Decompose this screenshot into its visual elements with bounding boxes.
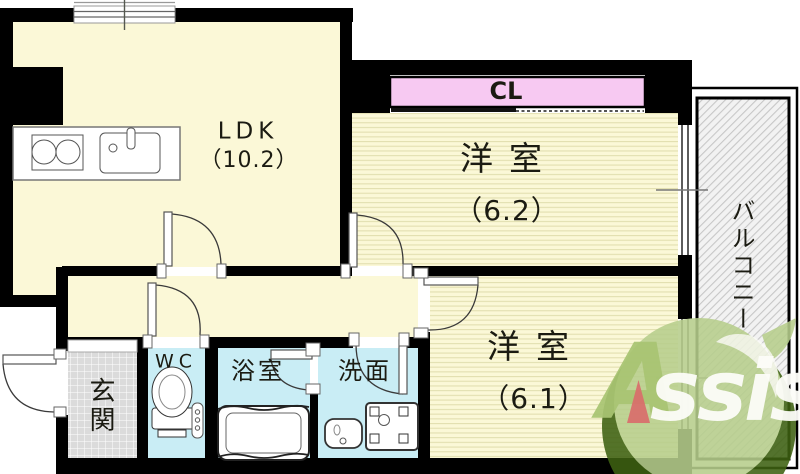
wall-left-step (0, 295, 68, 307)
bathtub-inner (225, 412, 302, 454)
wall-wash-w2 (418, 337, 430, 460)
sink-icon (324, 418, 363, 449)
western2-door-leaf (423, 276, 479, 286)
ldk-door-arc (171, 213, 222, 265)
bathtub-icon (217, 404, 310, 461)
ldk-door-leaf (163, 211, 173, 267)
western1-label: 洋室 (460, 139, 558, 179)
door-jamb (348, 332, 360, 347)
wc-door-arc (155, 284, 201, 336)
toilet-button (194, 409, 201, 415)
toilet-icon (151, 366, 204, 439)
wall-left (0, 8, 13, 307)
bathtub-wave-bottom (217, 452, 310, 459)
door-jamb (199, 334, 210, 349)
wall-entrance-wc (137, 340, 148, 460)
wall-notch (0, 67, 63, 125)
wall-ldk-bottom-b (222, 266, 346, 276)
faucet-icon (126, 127, 136, 150)
toilet-label: WC (154, 350, 198, 373)
wall-hall-bottom-c (403, 337, 430, 348)
vanity-basin (324, 418, 363, 449)
door-jamb (53, 406, 67, 418)
bathtub-wave-top (217, 404, 310, 411)
wall-bottom (56, 458, 692, 474)
door-jamb (216, 263, 227, 279)
door-jamb (413, 267, 429, 279)
doors (2, 211, 479, 418)
toilet-base (157, 429, 187, 438)
pan-corner (398, 433, 409, 444)
door-jamb (305, 383, 321, 395)
entrance-tile-floor (68, 352, 137, 458)
bath-label: 浴室 (231, 357, 285, 386)
logo-leaf (614, 318, 784, 474)
washroom-door-leaf (398, 339, 408, 395)
western2-size-label: （6.1） (481, 381, 587, 415)
logo-leaf-tip (762, 318, 796, 360)
balcony-label: バルコニー (726, 198, 755, 334)
front-door-leaf (2, 354, 57, 365)
ldk-label: LDK (217, 118, 279, 145)
wall-entrance-step-line (68, 337, 137, 340)
wall-ldk-bottom-a (62, 266, 162, 276)
wall-entry-lower (56, 415, 68, 460)
toilet-bowl-inner (158, 374, 186, 410)
western1-door-arc (356, 214, 404, 265)
wall-hall-bottom-b (205, 337, 353, 348)
pan-corner (398, 406, 409, 417)
western2-label: 洋室 (487, 327, 585, 367)
ldk-floor-lobe (13, 267, 56, 295)
ldk-size-label: （10.2） (199, 148, 299, 174)
wall-top-left (0, 8, 353, 22)
kitchen-counter (12, 126, 181, 181)
western1-door-leaf (348, 212, 358, 268)
wall-top-right (340, 60, 692, 75)
door-jamb (156, 263, 167, 279)
vanity-faucet (333, 424, 341, 436)
burner-icon (31, 139, 57, 165)
pan-drain (378, 414, 390, 426)
entrance-step (67, 339, 138, 353)
closet-label: CL (489, 77, 523, 106)
front-door-arc (2, 363, 55, 413)
bath-door-arc (270, 358, 309, 391)
door-jamb (340, 263, 351, 279)
wall-cl-left (352, 60, 390, 113)
door-jamb (413, 327, 429, 339)
door-jamb (142, 334, 153, 349)
burner-icon (55, 139, 81, 165)
door-jamb (402, 263, 413, 279)
pan-corner (369, 406, 380, 417)
wall-entry-upper (56, 267, 68, 351)
washer-pan-icon (365, 402, 419, 451)
wc-door-leaf (147, 282, 157, 337)
door-jamb (398, 332, 410, 347)
entrance-label: 玄関 (85, 377, 116, 435)
washroom-door-arc (355, 343, 404, 395)
closet-slide-track (391, 108, 644, 112)
sink-drain-icon (108, 143, 118, 153)
assist-logo-mark (602, 318, 796, 474)
wall-right-b (678, 255, 692, 319)
wall-wc-bath (205, 337, 218, 460)
vanity-drain (339, 437, 347, 445)
wall-right-a (678, 75, 692, 125)
door-jamb (53, 348, 67, 360)
wall-w1-w2-divider (408, 266, 678, 276)
pan-corner (369, 433, 380, 444)
toilet-button (194, 425, 201, 431)
washroom-label: 洗面 (338, 357, 392, 386)
toilet-button (194, 417, 201, 423)
logo-swoosh (716, 334, 779, 398)
western1-size-label: （6.2） (454, 193, 560, 227)
door-jamb (305, 342, 321, 357)
western2-door-arc (427, 284, 479, 331)
western1-floor (352, 113, 678, 266)
wall-bath-wash (310, 393, 318, 460)
hallway-floor (68, 276, 418, 337)
assist-logo-text: ssist (650, 342, 800, 440)
